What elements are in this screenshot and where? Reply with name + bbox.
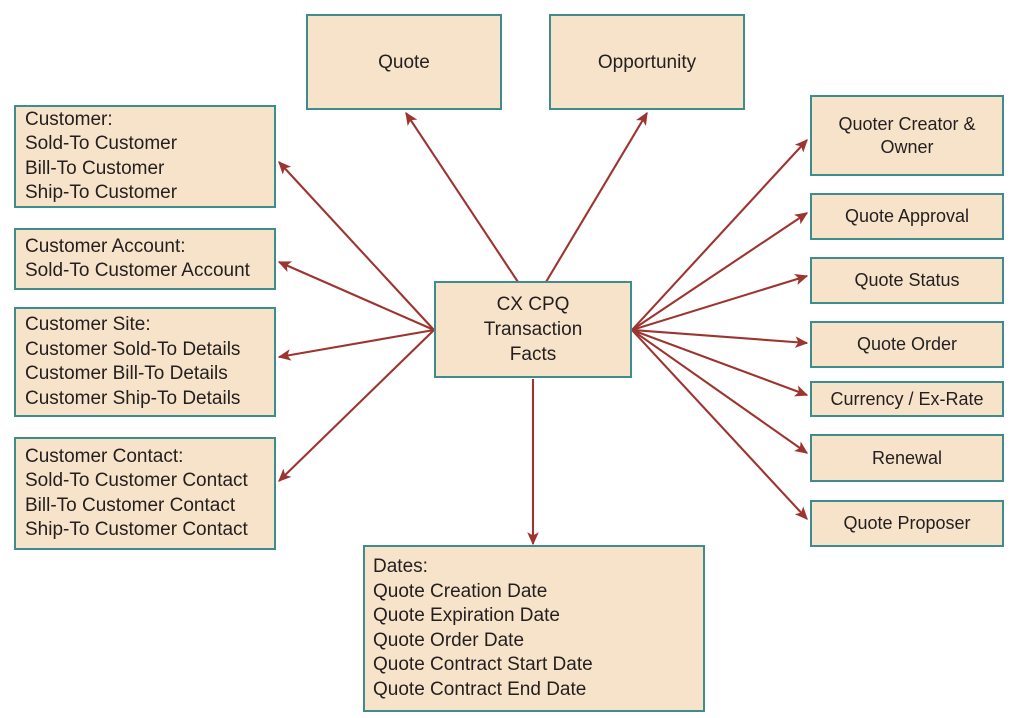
- node-customer-account[interactable]: Customer Account: Sold-To Customer Accou…: [14, 228, 276, 290]
- arrow-center-to-quoter-creator-owner: [631, 139, 808, 331]
- list-item: Bill-To Customer Contact: [25, 494, 236, 516]
- arrow-center-to-currency-ex-rate: [631, 329, 809, 397]
- node-quote-approval-label: Quote Approval: [844, 206, 970, 226]
- list-item: Quote Expiration Date: [373, 605, 560, 626]
- node-customer-contact-title: Customer Contact:: [25, 445, 184, 467]
- list-item: Sold-To Customer Contact: [25, 470, 248, 491]
- list-item: Customer Sold-To Details: [25, 338, 241, 360]
- node-dates[interactable]: Dates: Quote Creation Date Quote Expirat…: [363, 545, 705, 712]
- node-quote-status[interactable]: Quote Status: [810, 257, 1004, 304]
- arrow-center-to-quote-proposer: [631, 329, 808, 520]
- arrow-center-to-renewal: [631, 329, 809, 454]
- arrow-center-to-customer: [278, 161, 435, 331]
- node-customer-title: Customer:: [25, 108, 113, 130]
- arrow-center-to-quote-order: [631, 328, 809, 348]
- list-item: Sold-To Customer Account: [25, 260, 250, 281]
- node-opportunity-label: Opportunity: [597, 51, 697, 73]
- node-quoter-creator-owner-label: Quoter Creator & Owner: [838, 113, 976, 157]
- node-customer[interactable]: Customer: Sold-To Customer Bill-To Custo…: [14, 105, 276, 208]
- list-item: Bill-To Customer: [25, 157, 165, 179]
- node-opportunity[interactable]: Opportunity: [549, 14, 745, 110]
- arrow-center-to-customer-contact: [278, 329, 435, 482]
- node-quote-label: Quote: [378, 51, 430, 73]
- list-item: Ship-To Customer Contact: [25, 519, 248, 540]
- list-item: Quote Order Date: [373, 629, 525, 651]
- node-cx-cpq-transaction-facts[interactable]: CX CPQ Transaction Facts: [434, 281, 632, 378]
- node-renewal-label: Renewal: [871, 447, 943, 468]
- list-item: Sold-To Customer: [25, 133, 178, 154]
- arrow-center-to-quote: [405, 111, 519, 283]
- list-item: Quote Creation Date: [373, 580, 548, 602]
- arrow-center-to-quote-status: [631, 273, 809, 332]
- list-item: Quote Contract Start Date: [373, 654, 593, 675]
- node-quote-order[interactable]: Quote Order: [810, 321, 1004, 368]
- node-quote-proposer[interactable]: Quote Proposer: [810, 500, 1004, 547]
- node-currency-ex-rate[interactable]: Currency / Ex-Rate: [810, 381, 1004, 417]
- node-quote-order-label: Quote Order: [856, 334, 958, 354]
- node-customer-account-title: Customer Account:: [25, 235, 186, 257]
- node-quote-proposer-label: Quote Proposer: [843, 513, 971, 533]
- node-customer-site[interactable]: Customer Site: Customer Sold-To Details …: [14, 307, 276, 417]
- arrow-center-to-quote-approval: [631, 212, 809, 331]
- node-quoter-creator-owner[interactable]: Quoter Creator & Owner: [810, 95, 1004, 176]
- node-currency-ex-rate-label: Currency / Ex-Rate: [830, 388, 984, 409]
- list-item: Ship-To Customer: [25, 182, 178, 203]
- node-quote-status-label: Quote Status: [854, 270, 960, 290]
- node-center-label: CX CPQ Transaction Facts: [483, 294, 583, 365]
- node-renewal[interactable]: Renewal: [810, 434, 1004, 482]
- arrow-center-to-customer-account: [277, 261, 435, 331]
- list-item: Quote Contract End Date: [373, 678, 587, 700]
- node-quote-approval[interactable]: Quote Approval: [810, 193, 1004, 240]
- list-item: Customer Ship-To Details: [25, 387, 241, 409]
- arrow-center-to-customer-site: [277, 328, 435, 361]
- list-item: Customer Bill-To Details: [25, 363, 228, 384]
- arrow-center-to-opportunity: [545, 111, 648, 283]
- node-customer-contact[interactable]: Customer Contact: Sold-To Customer Conta…: [14, 437, 276, 550]
- node-quote[interactable]: Quote: [306, 14, 502, 110]
- node-customer-site-title: Customer Site:: [25, 314, 151, 335]
- node-dates-title: Dates:: [373, 556, 428, 577]
